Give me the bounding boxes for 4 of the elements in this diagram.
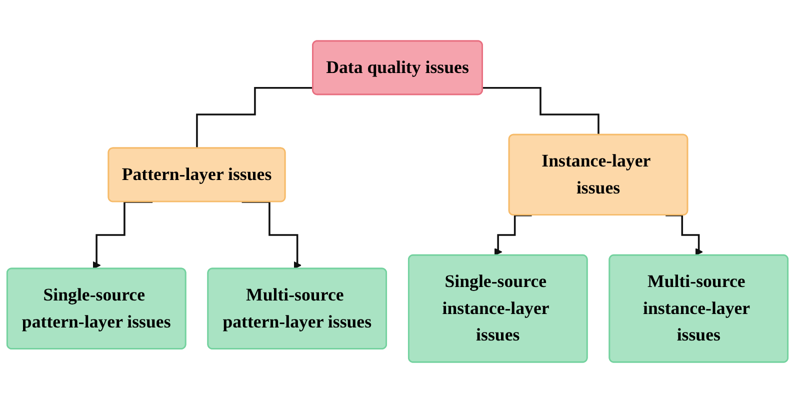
connector [196,87,314,150]
connector [482,87,600,136]
arrow [666,214,703,256]
arrow [494,214,532,256]
